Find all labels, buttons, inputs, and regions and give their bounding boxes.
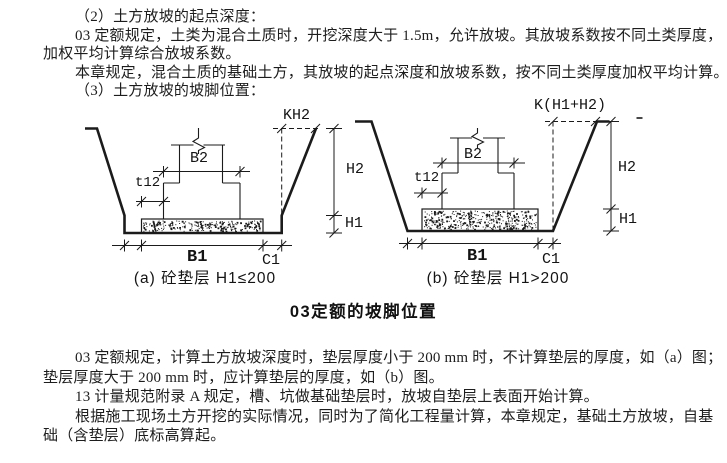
caption-diagram-b: (b) 砼垫层 H1>200 [426, 270, 570, 287]
dim-label-kh2-a: KH2 [283, 106, 311, 124]
dim-label-c1-a: C1 [262, 252, 281, 269]
body-text-line: 础（含垫层）底标高算起。 [43, 428, 226, 444]
dimension-ticks-b [402, 116, 619, 250]
concrete-stipple-a [143, 220, 262, 233]
body-text-line: 本章规定，混合土质的基础土方，其放坡的起点深度和放坡系数，按不同土类厚度加权平均… [75, 64, 727, 81]
dim-label-h2-a: H2 [346, 160, 365, 178]
body-text-line: 加权平均计算综合放坡系数。 [43, 46, 241, 62]
dim-label-b2-a: B2 [190, 150, 209, 167]
concrete-stipple-b [424, 210, 537, 231]
bedding-layer-a [140, 218, 264, 234]
body-text-line: 根据施工现场土方开挖的实际情况，同时为了简化工程量计算，本章规定，基础土方放坡，… [75, 408, 714, 425]
dim-label-k-offset-b: K(H1+H2) [534, 97, 607, 114]
dim-label-h1-b: H1 [619, 210, 638, 228]
diagram-b [355, 116, 643, 250]
body-text-line: 13 计量规范附录 A 规定，槽、坑做基础垫层时，放坡自垫层上表面开始计算。 [75, 389, 599, 405]
bedding-layer-b [421, 208, 539, 232]
body-text-line: （3）土方放坡的坡脚位置： [75, 83, 266, 99]
trench-outline-b [355, 120, 610, 233]
body-text-line: （2）土方放坡的起点深度： [75, 9, 266, 25]
trench-outline-a [85, 127, 318, 235]
body-text-line: 03 定额规定，土类为混合土质时，开挖深度大于 1.5m，允许放坡。其放坡系数按… [75, 27, 723, 44]
figure-title: 03定额的坡脚位置 [289, 303, 438, 321]
dim-label-b2-b: B2 [464, 145, 483, 163]
dim-label-t12-a: t12 [135, 175, 161, 191]
dim-label-b1-a: B1 [187, 248, 208, 267]
dimension-lines-a [112, 128, 335, 246]
dim-label-b1-b: B1 [467, 246, 488, 266]
dim-label-h1-a: H1 [345, 215, 364, 232]
caption-diagram-a: (a) 砼垫层 H1≤200 [133, 270, 277, 287]
dim-label-t12-b: t12 [414, 170, 440, 186]
break-symbol-b [470, 128, 485, 148]
dim-label-c1-b: C1 [542, 250, 561, 268]
break-symbol-a [191, 128, 206, 154]
body-text-line: 03 定额规定，计算土方放坡深度时，垫层厚度小于 200 mm 时，不计算垫层的… [75, 350, 723, 366]
diagram-a [85, 123, 342, 252]
dimension-ticks-a [119, 123, 342, 252]
dimension-lines-b [399, 121, 612, 244]
body-text-line: 垫层厚度大于 200 mm 时，应计算垫层的厚度，如（b）图。 [43, 369, 444, 386]
dashed-projection-a [273, 128, 321, 216]
dashed-projection-b [545, 121, 603, 231]
dim-label-h2-b: H2 [618, 159, 637, 176]
